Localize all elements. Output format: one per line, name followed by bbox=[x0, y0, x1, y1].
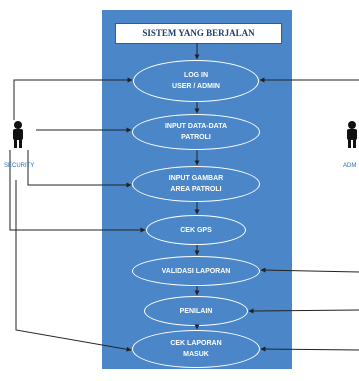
admin-to-cek-laporan bbox=[260, 346, 359, 352]
use-case-login: LOG IN USER / ADMIN bbox=[133, 60, 259, 102]
use-case-cek-gps: CEK GPS bbox=[146, 215, 246, 245]
use-case-cek-laporan-line2: MASUK bbox=[183, 351, 209, 358]
use-case-input-data-line1: INPUT DATA-DATA bbox=[164, 123, 228, 130]
security-actor-icon bbox=[13, 121, 23, 148]
use-case-input-gambar-line2: AREA PATROLI bbox=[170, 186, 222, 193]
use-case-login-line2: USER / ADMIN bbox=[172, 83, 220, 90]
use-case-login-line1: LOG IN bbox=[183, 72, 209, 79]
use-case-validasi-laporan: VALIDASI LAPORAN bbox=[132, 256, 260, 286]
use-case-cek-laporan-line1: CEK LAPORAN bbox=[170, 340, 222, 347]
admin-to-penilain bbox=[248, 308, 359, 314]
use-case-validasi-line1: VALIDASI LAPORAN bbox=[161, 267, 231, 275]
use-case-input-gambar: INPUT GAMBAR AREA PATROLI bbox=[132, 166, 260, 202]
use-case-input-data-line2: PATROLI bbox=[181, 134, 211, 141]
admin-label: ADM bbox=[343, 163, 357, 169]
security-to-input-gambar bbox=[27, 150, 132, 188]
system-title: SISTEM YANG BERJALAN bbox=[115, 23, 282, 44]
use-case-input-data-patroli: INPUT DATA-DATA PATROLI bbox=[132, 114, 260, 150]
security-to-login bbox=[13, 77, 133, 120]
admin-to-validasi bbox=[260, 267, 359, 273]
use-case-cek-laporan-masuk: CEK LAPORAN MASUK bbox=[132, 330, 260, 368]
security-label: SECURITY bbox=[4, 163, 35, 169]
security-to-cek-gps bbox=[9, 150, 146, 233]
security-to-cek-laporan bbox=[15, 180, 132, 352]
use-case-penilain-line1: PENILAIN bbox=[179, 307, 213, 315]
admin-actor-icon bbox=[347, 121, 357, 148]
use-case-cek-gps-line1: CEK GPS bbox=[180, 226, 212, 234]
use-case-input-gambar-line1: INPUT GAMBAR bbox=[168, 175, 224, 182]
